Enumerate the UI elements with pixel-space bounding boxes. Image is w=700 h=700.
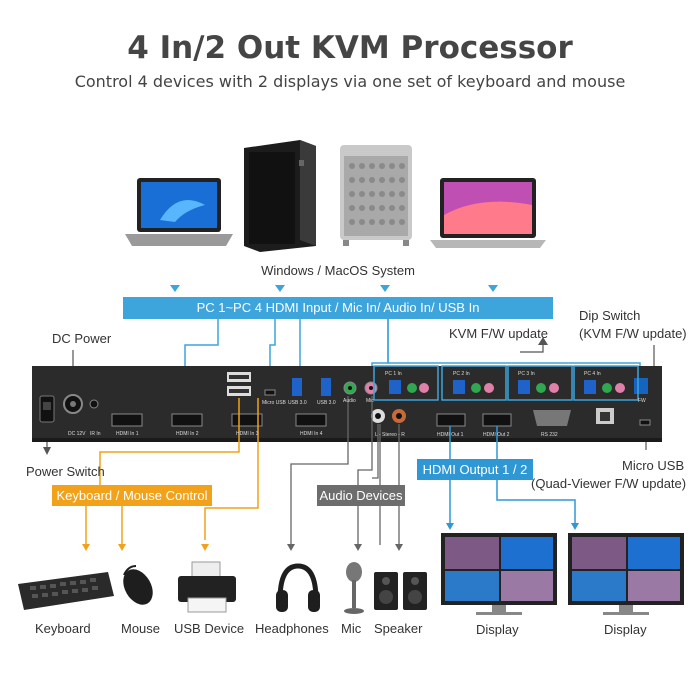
micro-usb-sublabel: (Quad-Viewer F/W update)	[531, 476, 687, 491]
dc-power-label: DC Power	[52, 331, 112, 346]
mouse-icon	[123, 565, 153, 605]
display-1-label: Display	[476, 622, 519, 637]
power-switch-label: Power Switch	[26, 464, 105, 479]
macbook-icon	[430, 178, 546, 248]
audio-panel-label: Audio	[343, 398, 356, 404]
kvm-fw-update-label: KVM F/W update	[449, 326, 548, 341]
dc-label: DC 12V	[68, 431, 86, 437]
kvm-panel	[32, 365, 662, 442]
mic-panel-label: Mic	[366, 398, 374, 404]
hdmi-out-1-label: HDMI Out 1	[437, 432, 464, 438]
page-title: 4 In/2 Out KVM Processor	[127, 30, 573, 66]
hdmi-in-4-label: HDMI In 4	[300, 431, 323, 437]
hdmi-in-1-label: HDMI In 1	[116, 431, 139, 437]
display-1-icon	[441, 533, 557, 615]
headphones-icon	[276, 563, 320, 612]
mic-label: Mic	[341, 621, 362, 636]
mac-pro-icon	[340, 145, 412, 246]
stereo-label: L - Stereo - R	[375, 432, 405, 438]
hdmi-out-2-label: HDMI Out 2	[483, 432, 510, 438]
rs232-label: RS 232	[541, 432, 558, 438]
pc3-label: PC 3 In	[518, 371, 535, 377]
usb30-a-label: USB 3.0	[288, 400, 307, 406]
pc4-label: PC 4 In	[584, 371, 601, 377]
hdmi-output-group: HDMI Output 1 / 2	[417, 459, 533, 480]
pc1-label: PC 1 In	[385, 371, 402, 377]
usb-device-label: USB Device	[174, 621, 245, 636]
input-bar: PC 1~PC 4 HDMI Input / Mic In/ Audio In/…	[123, 297, 553, 319]
usb30-b-label: USB 3.0	[317, 400, 336, 406]
speaker-label: Speaker	[374, 621, 423, 636]
dip-switch-label: Dip Switch	[579, 308, 641, 323]
keyboard-icon	[18, 572, 114, 610]
display-2-icon	[568, 533, 684, 615]
headphones-label: Headphones	[255, 621, 329, 636]
systems-label: Windows / MacOS System	[261, 263, 415, 278]
micro-usb-panel-label: Micro USB	[262, 400, 287, 406]
dip-switch-sublabel: (KVM F/W update)	[579, 326, 687, 341]
printer-icon	[178, 561, 236, 613]
audio-devices-group: Audio Devices	[317, 485, 405, 506]
hdmi-in-2-label: HDMI In 2	[176, 431, 199, 437]
keyboard-mouse-group: Keyboard / Mouse Control	[52, 485, 212, 506]
display-2-label: Display	[604, 622, 647, 637]
input-arrows	[170, 285, 498, 292]
hdmi-in-3-label: HDMI In 3	[236, 431, 259, 437]
micro-usb-label: Micro USB	[622, 458, 685, 473]
page-subtitle: Control 4 devices with 2 displays via on…	[74, 72, 626, 91]
mouse-label: Mouse	[121, 621, 161, 636]
microphone-icon	[344, 562, 364, 614]
tower-pc-icon	[244, 140, 316, 252]
fw-label: FW	[638, 398, 646, 404]
ir-label: IR In	[90, 431, 101, 437]
laptop-windows-icon	[125, 178, 233, 246]
keyboard-label: Keyboard	[35, 621, 91, 636]
speaker-icon	[374, 572, 427, 610]
pc2-label: PC 2 In	[453, 371, 470, 377]
